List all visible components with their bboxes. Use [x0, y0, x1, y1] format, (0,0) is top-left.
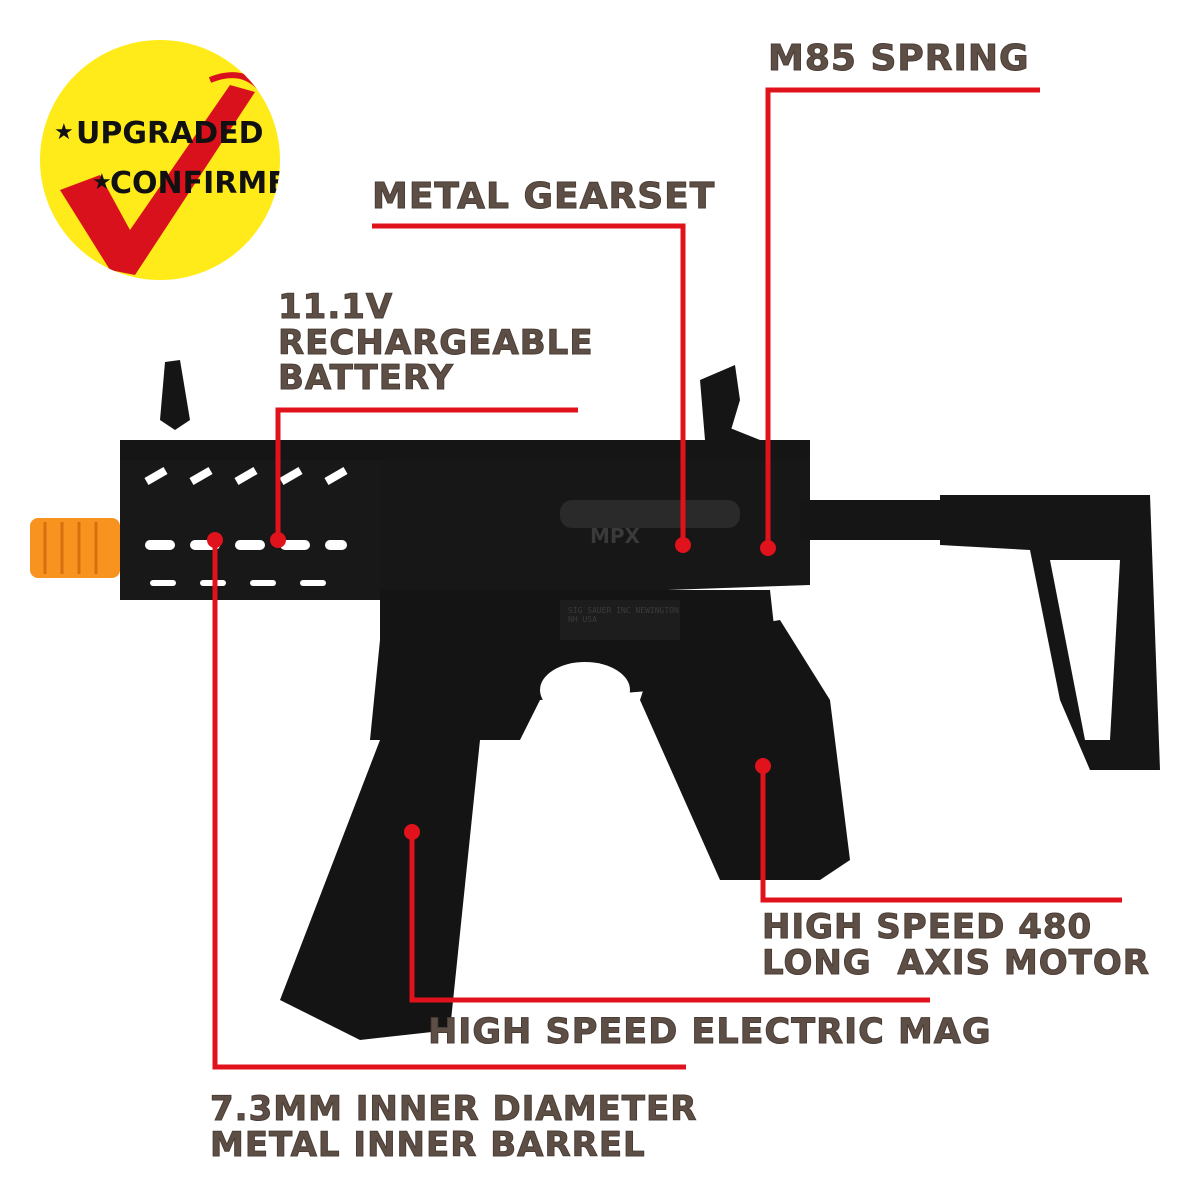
motor-line-1: HIGH SPEED 480	[762, 907, 1093, 947]
mag-label: HIGH SPEED ELECTRIC MAG	[428, 1012, 992, 1052]
badge-line-1: UPGRADED	[76, 116, 264, 151]
battery-label-group: 11.1V RECHARGEABLE BATTERY	[278, 287, 594, 399]
spring-label: M85 SPRING	[768, 38, 1030, 79]
barrel-line-1: 7.3MM INNER DIAMETER	[209, 1089, 698, 1129]
gearset-label: METAL GEARSET	[371, 176, 716, 217]
barrel-line-2: METAL INNER BARREL	[209, 1124, 646, 1165]
star-icon: ★	[54, 120, 74, 145]
badge-line-2: CONFIRMED	[110, 166, 280, 201]
motor-line-2: LONG AXIS MOTOR	[762, 942, 1150, 983]
barrel-label-group: 7.3MM INNER DIAMETER METAL INNER BARREL	[209, 1089, 698, 1165]
star-icon: ★	[92, 170, 112, 195]
battery-line-2: RECHARGEABLE	[278, 322, 594, 363]
motor-label-group: HIGH SPEED 480 LONG AXIS MOTOR	[762, 907, 1150, 983]
receiver-marking: MPX	[590, 524, 640, 548]
battery-line-3: BATTERY	[278, 358, 454, 399]
brand-engraving: SIG SAUER INC NEWINGTON NH USA	[568, 606, 679, 624]
upgraded-confirmed-badge: ★ UPGRADED ★ CONFIRMED	[40, 40, 280, 280]
checkmark-icon	[60, 72, 271, 275]
battery-line-1: 11.1V	[278, 287, 394, 327]
